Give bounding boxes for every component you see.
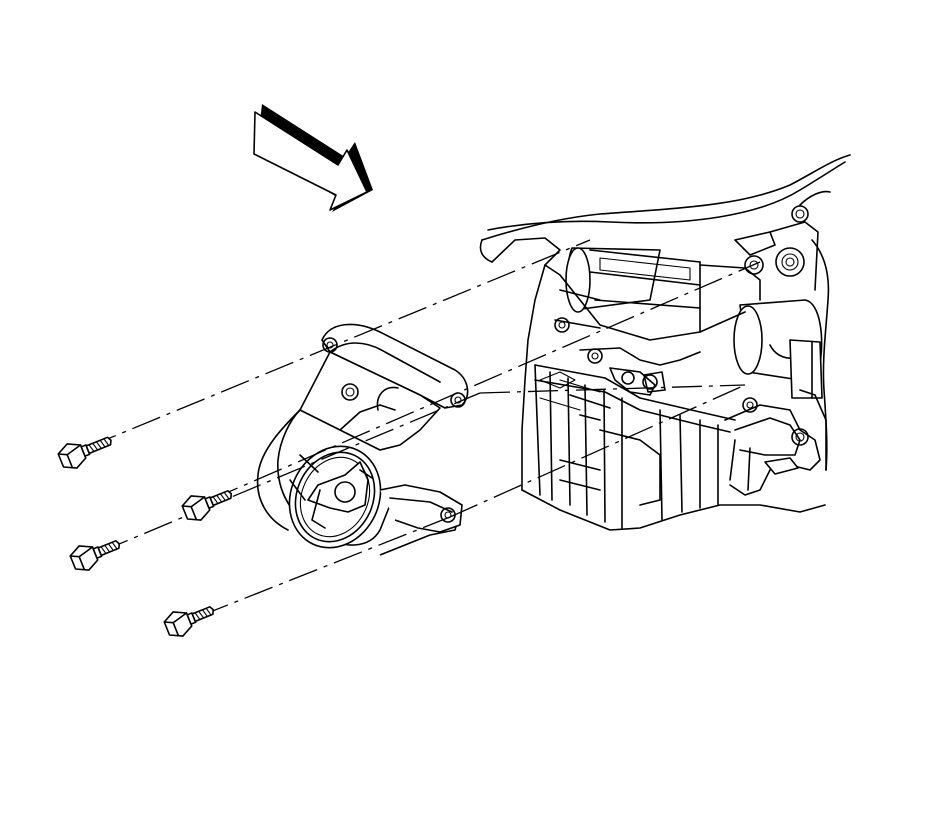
transmission-mount: [256, 323, 469, 556]
view-direction-arrow-icon: [253, 104, 373, 212]
bolt-2-icon: [181, 490, 233, 521]
bolt-1-icon: [57, 436, 112, 469]
engine-block: [479, 154, 851, 531]
bolt-4-icon: [163, 606, 215, 637]
bolt-3-icon: [69, 540, 121, 571]
alignment-lines: [87, 239, 761, 617]
